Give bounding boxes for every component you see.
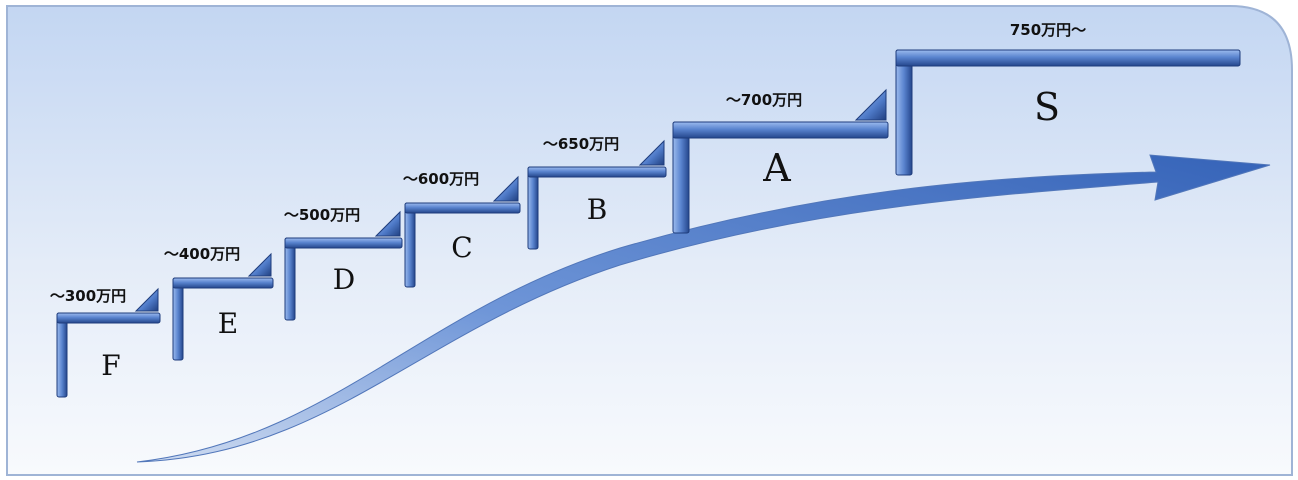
step-e-tread (172, 277, 274, 289)
step-e-riser (172, 277, 184, 361)
step-a-riser (672, 121, 690, 234)
grade-label-s: S (1034, 85, 1060, 129)
salary-label-e: ～400万円 (164, 245, 240, 263)
step-d-corner-triangle (374, 210, 401, 237)
salary-label-c: ～600万円 (403, 170, 479, 188)
step-c-riser (404, 202, 416, 288)
staircase (56, 49, 1241, 398)
growth-arrow (136, 154, 1271, 463)
step-a-tread (672, 121, 889, 139)
salary-label-b: ～650万円 (543, 135, 619, 153)
step-f-corner-triangle (134, 287, 159, 312)
step-f-tread (56, 312, 161, 324)
grade-label-f: F (101, 349, 120, 382)
step-c (404, 175, 521, 288)
step-c-corner-triangle (492, 175, 519, 202)
step-e-corner-triangle (247, 252, 272, 277)
salary-label-f: ～300万円 (50, 287, 126, 305)
step-a (672, 88, 889, 234)
step-b (527, 139, 667, 250)
step-c-tread (404, 202, 521, 214)
step-f (56, 287, 161, 398)
step-d-riser (284, 237, 296, 321)
step-b-corner-triangle (638, 139, 665, 166)
salary-label-s: 750万円～ (1010, 21, 1086, 39)
step-b-tread (527, 166, 667, 178)
step-d-tread (284, 237, 403, 249)
step-a-corner-triangle (854, 88, 887, 121)
grade-label-d: D (333, 263, 355, 296)
step-s (895, 49, 1241, 176)
salary-label-d: ～500万円 (284, 206, 360, 224)
step-d (284, 210, 403, 321)
salary-label-a: ～700万円 (726, 91, 802, 109)
grade-label-e: E (218, 307, 238, 340)
grade-label-a: A (762, 146, 791, 190)
grade-label-b: B (587, 193, 608, 226)
step-b-riser (527, 166, 539, 250)
step-s-riser (895, 49, 913, 176)
grade-label-c: C (451, 231, 472, 264)
step-f-riser (56, 312, 68, 398)
step-s-tread (895, 49, 1241, 67)
step-e (172, 252, 274, 361)
